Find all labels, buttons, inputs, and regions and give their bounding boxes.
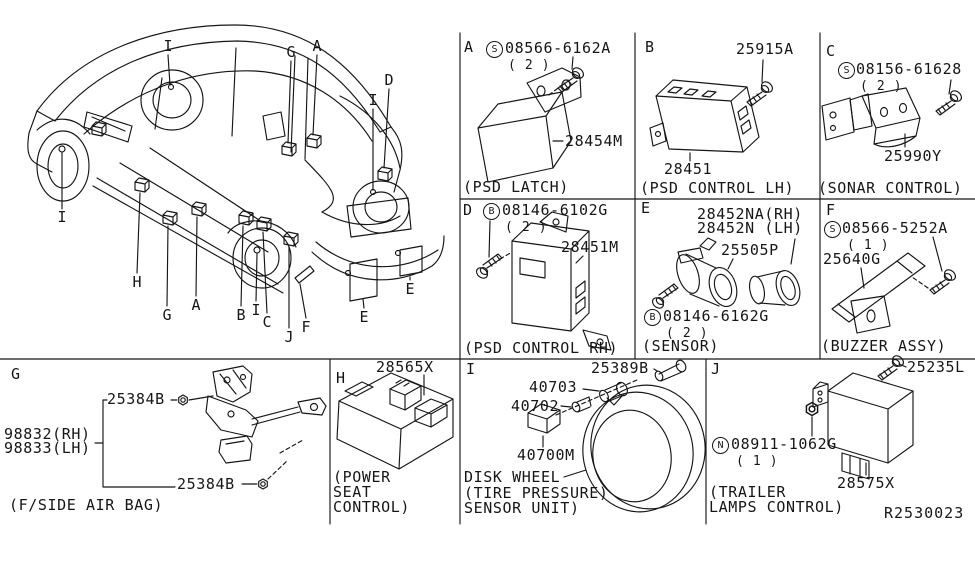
part-number: 28565X [376,358,434,376]
sensor-drawing [649,237,801,311]
section-letter-e: E [641,199,651,217]
section-letter-g: G [11,365,21,383]
part-number: 08911-1062G [731,435,837,453]
part-qty: ( 2 ) [508,58,551,73]
section-caption: (PSD CONTROL LH) [640,179,795,197]
part-number: 25235L [907,358,965,376]
section-letter-c: C [826,42,836,60]
part-number: 08146-6162G [663,307,769,325]
section-caption: CONTROL) [333,498,411,516]
section-letter-f: F [826,201,836,219]
part-qty: ( 2 ) [666,326,709,341]
side-airbag-sensor-drawing [94,365,327,490]
part-qty: ( 2 ) [860,79,903,94]
screw-symbol-s: S [486,41,503,58]
psd-control-lh-drawing [649,59,776,162]
part-number: 40700M [517,446,575,464]
section-caption: (TRAILER [709,483,787,501]
part-number: 25990Y [884,147,942,165]
sonar-control-drawing [821,79,965,148]
section-letter-a: A [464,38,474,56]
part-number: 28452NA(RH) [697,205,803,223]
section-caption: (PSD CONTROL RH) [464,339,619,357]
part-number: 08566-6162A [505,39,611,57]
section-caption: (F/SIDE AIR BAG) [9,496,164,514]
callout-letter: A [191,296,201,314]
section-caption: DISK WHEEL [464,468,561,486]
callout-letter: E [405,280,415,298]
section-caption: SEAT [333,483,372,501]
disk-wheel-drawing [527,359,706,513]
part-number: 28452N (LH) [697,219,803,237]
car-wireframe [27,24,445,329]
part-number: 25640G [823,250,881,268]
callout-letter: I [57,208,67,226]
power-seat-control-drawing [336,372,454,470]
trailer-lamps-control-drawing [805,353,914,480]
callout-letter: B [236,306,246,324]
part-number: 25915A [736,40,794,58]
part-number: 08156-61628 [856,60,962,78]
callout-letter: E [359,308,369,326]
part-qty: ( 1 ) [847,238,890,253]
psd-latch-drawing [477,56,587,183]
callout-letter: F [301,318,311,336]
part-number: 28451M [561,238,619,256]
screw-symbol-s: S [824,221,841,238]
bolt-symbol-b: B [644,309,661,326]
section-caption: (PSD LATCH) [463,178,569,196]
callout-leader-lines [61,54,411,329]
section-letter-i: I [466,360,476,378]
callout-letter: I [368,91,378,109]
section-caption: (POWER [333,468,391,486]
part-number: 08146-6102G [502,201,608,219]
part-number: 28451 [664,160,713,178]
part-number: 25384B [107,390,165,408]
callout-letter: I [251,301,261,319]
grid-lines [0,32,975,525]
section-caption: (BUZZER ASSY) [821,337,947,355]
callout-letter: I [163,37,173,55]
part-number: 25389B [591,359,649,377]
callout-letter: H [132,273,142,291]
callout-letter: G [162,306,172,324]
section-caption: (SONAR CONTROL) [818,179,963,197]
section-caption: SENSOR UNIT) [464,499,580,517]
screw-symbol-s: S [838,62,855,79]
section-caption: LAMPS CONTROL) [709,498,844,516]
part-number: 28575X [837,474,895,492]
diagram-reference-code: R2530023 [884,504,965,522]
section-caption: (SENSOR) [642,337,720,355]
section-letter-d: D [463,201,473,219]
callout-letter: A [312,37,322,55]
label-bracket [94,399,176,488]
psd-control-rh-drawing [473,211,612,351]
part-number: 98833(LH) [4,439,91,457]
callout-letter: G [286,43,296,61]
part-qty: ( 2 ) [505,220,548,235]
section-letter-h: H [336,369,346,387]
buzzer-drawing [831,236,959,334]
part-number: 25384B [177,475,235,493]
part-number: 25505P [721,241,779,259]
callout-letter: C [262,313,272,331]
callout-letter: D [384,71,394,89]
part-number: 40702 [511,397,560,415]
part-number: 40703 [529,378,578,396]
part-number: 28454M [565,132,623,150]
part-number: 98832(RH) [4,425,91,443]
section-letter-j: J [711,360,721,378]
nut-symbol-n: N [712,437,729,454]
callout-letter: J [284,328,294,346]
section-caption: (TIRE PRESSURE) [464,484,609,502]
part-qty: ( 1 ) [736,454,779,469]
section-letter-b: B [645,38,655,56]
bolt-symbol-b: B [483,203,500,220]
part-number: 08566-5252A [842,219,948,237]
